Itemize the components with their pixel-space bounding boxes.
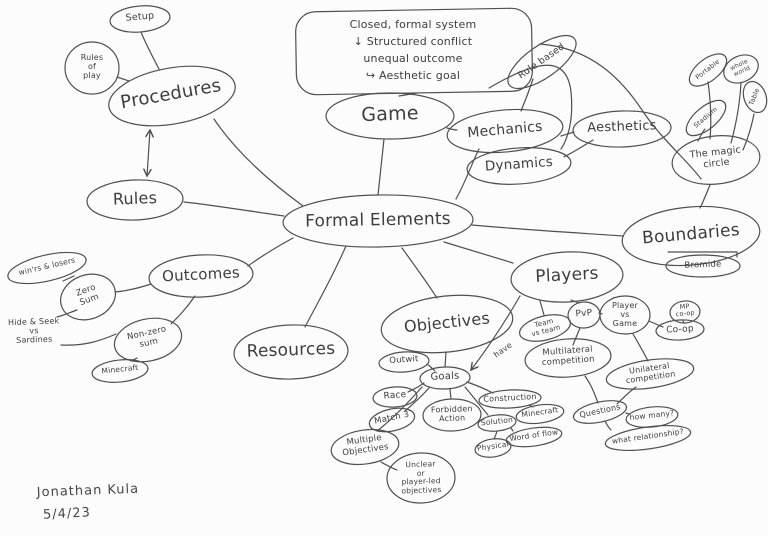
construction-ellipse — [478, 389, 542, 409]
node-multilateral: Multilateral competition — [541, 344, 596, 368]
node-game: Game — [360, 102, 420, 127]
non-zero-sum-ellipse — [113, 317, 183, 363]
coop-ellipse — [655, 319, 705, 341]
signature-date: 5/4/23 — [42, 505, 92, 523]
players-ellipse — [510, 251, 624, 303]
dynamics-ellipse — [466, 147, 572, 185]
whole-world-ellipse — [723, 54, 759, 84]
player-vs-game-ellipse — [599, 295, 651, 335]
rules-of-play-ellipse — [64, 41, 120, 95]
mechanics-ellipse — [446, 108, 564, 154]
node-outwit: Outwit — [388, 354, 419, 367]
node-formal-elements: Formal Elements — [305, 208, 451, 232]
winners-losers-ellipse — [7, 251, 87, 285]
node-rules-of-play: Rules of play — [80, 53, 104, 81]
unclear-objectives-ellipse — [386, 452, 456, 504]
objectives-ellipse — [380, 294, 514, 354]
magic-circle-ellipse — [671, 135, 761, 185]
bromide-ellipse — [665, 254, 741, 278]
match3-ellipse — [368, 407, 416, 433]
outcomes-ellipse — [148, 254, 254, 298]
node-forbidden-action: Forbidden Action — [430, 404, 473, 424]
multiple-objectives-ellipse — [330, 428, 400, 466]
game-ellipse — [325, 92, 455, 140]
goals-ellipse — [419, 366, 471, 390]
questions-ellipse — [572, 400, 628, 424]
resources-ellipse — [233, 324, 349, 380]
node-resources: Resources — [246, 338, 336, 362]
zero-sum-ellipse — [60, 273, 116, 321]
have-arrow — [470, 295, 521, 372]
node-pvp: PvP — [575, 308, 593, 320]
rules-ellipse — [86, 179, 184, 221]
node-coop: Co-op — [665, 324, 695, 336]
physical-ellipse — [474, 438, 512, 458]
unilateral-ellipse — [605, 358, 695, 390]
node-goals: Goals — [430, 370, 460, 383]
procedures-rules-double-arrow — [143, 128, 154, 178]
procedures-ellipse — [108, 65, 236, 127]
node-player-vs-game: Player vs Game — [611, 301, 639, 329]
minecraft-left-ellipse — [91, 359, 149, 383]
portable-ellipse — [688, 53, 728, 87]
multilateral-ellipse — [524, 338, 612, 378]
node-players: Players — [534, 263, 600, 287]
how-many-ellipse — [625, 406, 679, 428]
node-race: Race — [383, 390, 407, 402]
node-mp-coop: MP co-op — [675, 302, 696, 319]
node-bromide: Bromide — [684, 259, 722, 271]
node-rules: Rules — [112, 188, 158, 209]
mp-coop-ellipse — [669, 300, 701, 324]
outwit-ellipse — [378, 351, 430, 373]
formal-elements-ellipse — [282, 194, 474, 248]
what-relationship-ellipse — [604, 424, 692, 452]
aesthetics-ellipse — [572, 110, 672, 148]
setup-ellipse — [109, 5, 171, 33]
table-ellipse — [742, 80, 768, 114]
team-vs-team-ellipse — [519, 314, 571, 342]
forbidden-action-ellipse — [422, 398, 482, 432]
race-ellipse — [372, 386, 418, 408]
stadium-ellipse — [685, 99, 727, 137]
rule-based-ellipse — [507, 34, 577, 90]
node-unclear-objectives: Unclear or player-led objectives — [401, 459, 442, 496]
definition-box-text: Closed, formal system ↓ Structured confl… — [349, 17, 477, 83]
minecraft-right-ellipse — [515, 403, 565, 425]
node-hide-seek: Hide & Seek vs Sardines — [7, 316, 60, 346]
node-aesthetics: Aesthetics — [587, 118, 657, 136]
solution-ellipse — [477, 414, 517, 432]
boundaries-ellipse — [621, 205, 761, 267]
